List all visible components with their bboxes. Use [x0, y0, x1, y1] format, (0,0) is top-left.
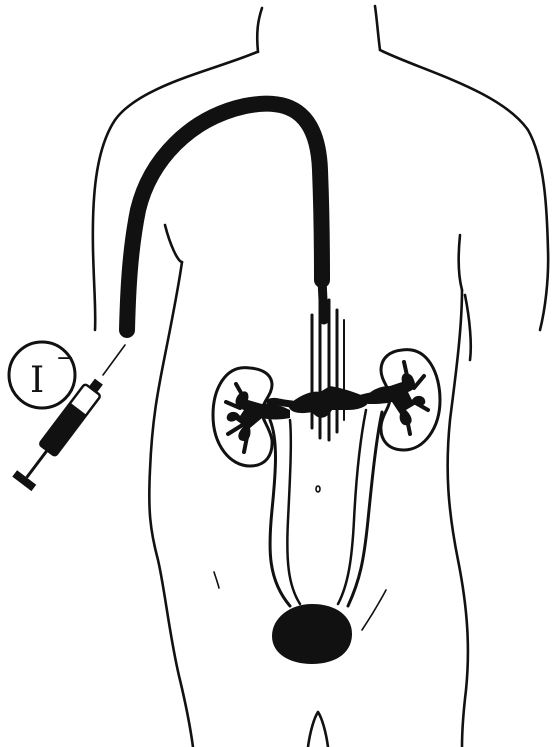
syringe-plunger	[27, 450, 47, 477]
right-shoulder	[380, 50, 548, 330]
ureters	[270, 410, 382, 606]
bladder	[272, 604, 352, 664]
injection-label: I −	[9, 342, 75, 408]
left-shoulder	[93, 52, 257, 330]
right-arm-inner	[459, 235, 462, 290]
right-ureter-outer	[348, 412, 382, 606]
tube-tail	[322, 280, 324, 320]
renal-vessel-left	[270, 401, 292, 404]
navel	[316, 486, 320, 492]
syringe-needle	[103, 345, 125, 375]
ion-charge: −	[56, 346, 74, 371]
right-groin	[362, 590, 386, 630]
left-ureter-inner	[287, 420, 300, 604]
neck-right	[375, 6, 380, 50]
tube	[127, 104, 324, 330]
left-groin	[214, 572, 219, 588]
tube-body	[127, 104, 322, 330]
syringe-plunger-head	[12, 470, 36, 491]
ion-symbol: I	[30, 360, 44, 401]
syringe-fill	[39, 403, 86, 457]
left-kidney	[213, 368, 290, 466]
right-arm-lower	[465, 295, 471, 360]
left-flank	[149, 262, 193, 747]
crotch	[308, 712, 328, 747]
neck-left	[257, 8, 262, 52]
right-flank	[448, 290, 468, 747]
left-arm-inner	[165, 225, 182, 262]
right-ureter-inner	[338, 410, 366, 604]
